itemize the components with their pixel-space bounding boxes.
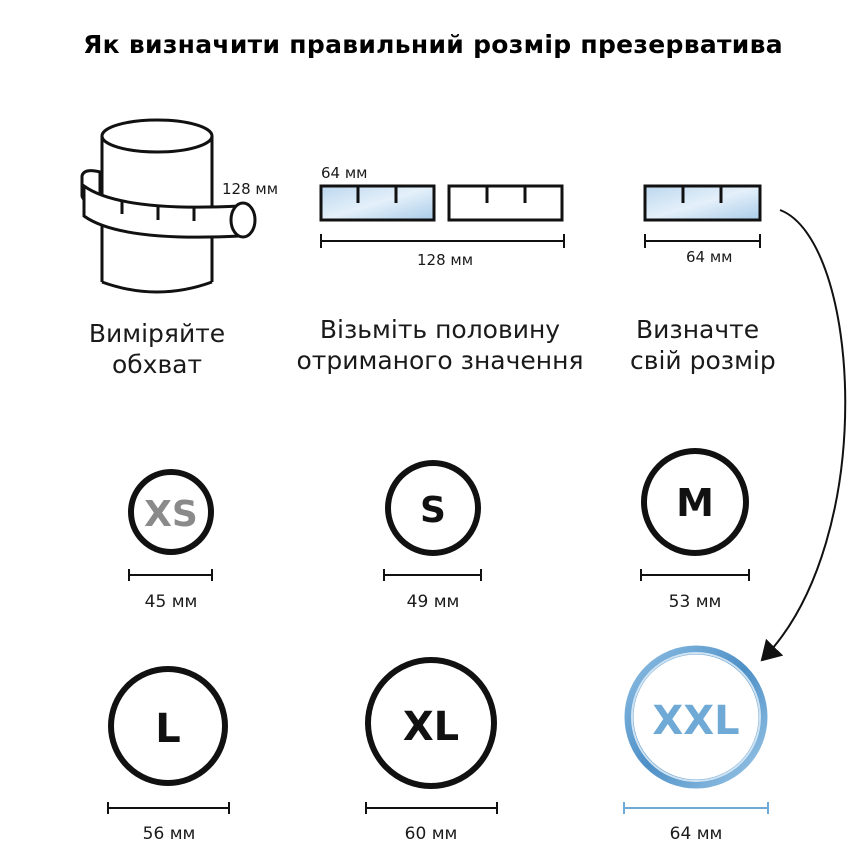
size-width-xxl: 64 мм (669, 824, 723, 844)
size-width-xs: 45 мм (144, 592, 198, 612)
dimension-line-64 (644, 234, 761, 248)
step-2-caption: Візьміть половину отриманого значення (270, 314, 610, 376)
step-3-line-2: свій розмір (630, 346, 776, 375)
size-circle-xxl: XXL (623, 645, 769, 814)
size-label-xs: XS (144, 494, 198, 535)
half-label: 64 мм (321, 164, 368, 182)
size-circle-s: S (383, 460, 482, 581)
size-label-xxl: XXL (652, 698, 739, 744)
step-3-line-1: Визначте (636, 315, 760, 344)
tape-result-blue (643, 184, 762, 222)
size-width-s: 49 мм (406, 592, 460, 612)
step-2-line-1: Візьміть половину (319, 315, 561, 344)
arrow-icon (760, 209, 847, 662)
full-label: 128 мм (417, 251, 474, 269)
step-1-line-2: обхват (111, 350, 203, 379)
measuring-tape-icon (80, 169, 257, 239)
step-3-caption: Визначте свій розмір (630, 314, 820, 376)
size-width-xl: 60 мм (404, 824, 458, 844)
size-width-m: 53 мм (668, 592, 722, 612)
size-circle-xl: XL (365, 657, 498, 814)
step-1-caption: Виміряйте обхват (62, 318, 252, 380)
result-label: 64 мм (686, 248, 733, 266)
size-circle-l: L (107, 666, 230, 814)
size-circle-m: M (640, 448, 750, 581)
size-label-xl: XL (403, 704, 459, 750)
size-circle-xs: XS (128, 469, 214, 581)
step-1-line-1: Виміряйте (88, 319, 226, 348)
step-2-line-2: отриманого значення (296, 346, 584, 375)
tape-half-blue (319, 184, 436, 222)
dimension-line-128 (320, 234, 565, 248)
page-title: Як визначити правильний розмір презерват… (83, 30, 783, 59)
size-width-l: 56 мм (142, 824, 196, 844)
tape-half-white (447, 184, 564, 222)
size-label-s: S (420, 490, 446, 531)
size-label-m: M (676, 481, 714, 525)
circumference-label: 128 мм (222, 180, 279, 198)
size-label-l: L (155, 706, 181, 752)
